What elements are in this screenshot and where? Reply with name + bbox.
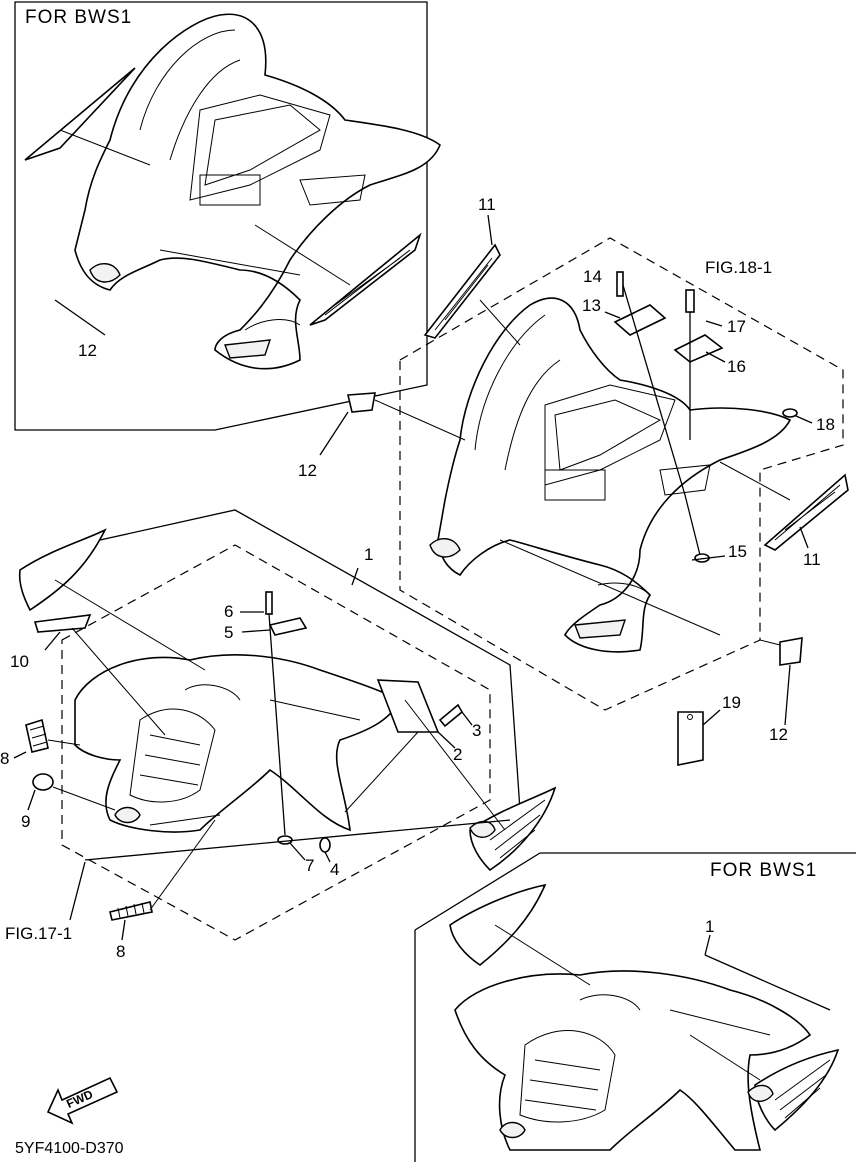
callout-1-inset: 1 xyxy=(705,917,715,936)
callout-2: 2 xyxy=(453,745,463,764)
decal-11-top-part xyxy=(423,243,501,339)
front-fender-group xyxy=(61,509,521,941)
callout-18: 18 xyxy=(816,415,835,434)
callout-11-top: 11 xyxy=(478,195,496,214)
figure-ref-18-1: FIG.18-1 xyxy=(705,258,773,277)
decal-12-inset-part xyxy=(24,67,136,161)
callout-17: 17 xyxy=(727,317,746,336)
callout-13: 13 xyxy=(582,296,601,315)
part-12-decal-front xyxy=(18,528,107,612)
part-16-plate xyxy=(673,334,724,363)
callout-16: 16 xyxy=(727,357,746,376)
callout-9: 9 xyxy=(21,812,31,831)
part-7-nut xyxy=(277,835,293,845)
part-10-decal xyxy=(33,614,92,633)
rear-fender-inset-part xyxy=(74,13,441,370)
fwd-arrow-icon xyxy=(46,1076,119,1125)
part-19-tag xyxy=(677,711,704,766)
figure-ref-17-1: FIG.17-1 xyxy=(5,924,73,943)
callout-15: 15 xyxy=(728,542,747,561)
inset-title-bottom-right: FOR BWS1 xyxy=(710,860,818,881)
part-18-grommet xyxy=(782,408,798,418)
part-14-screw xyxy=(616,271,624,297)
callout-4: 4 xyxy=(330,860,340,879)
callout-12-right: 12 xyxy=(769,725,788,744)
callout-14: 14 xyxy=(583,267,602,286)
diagram-code: 5YF4100-D370 xyxy=(15,1140,124,1157)
part-17-screw xyxy=(685,289,695,313)
inset-decal-left-part xyxy=(449,883,547,966)
inset-title-top-left: FOR BWS1 xyxy=(25,7,133,28)
callout-19: 19 xyxy=(722,693,741,712)
part-8-reflector-lower xyxy=(109,901,153,921)
front-fender-inset-part xyxy=(454,970,812,1151)
inset-decal-right-part xyxy=(754,1048,840,1132)
part-5-plate xyxy=(268,617,308,636)
callout-12-left: 12 xyxy=(298,461,317,480)
callout-8-lower: 8 xyxy=(116,942,126,961)
rear-fender-part xyxy=(437,297,792,653)
decal-11-right-part xyxy=(763,473,849,551)
callout-10: 10 xyxy=(10,652,29,671)
callout-7: 7 xyxy=(305,856,315,875)
callout-5: 5 xyxy=(224,623,234,642)
inset-top-left xyxy=(14,1,441,431)
part-9-lens xyxy=(32,773,54,791)
part-6-screw xyxy=(265,591,273,615)
callout-8-upper: 8 xyxy=(0,749,10,768)
callout-11-right: 11 xyxy=(803,550,821,569)
rear-fender-group xyxy=(399,237,844,711)
callout-1-main: 1 xyxy=(364,545,374,564)
decal-12-left-part xyxy=(347,392,376,413)
part-13-plate xyxy=(613,304,667,336)
callout-3: 3 xyxy=(472,721,482,740)
callout-6: 6 xyxy=(224,602,234,621)
front-fender-part xyxy=(74,654,402,833)
callout-12-inset: 12 xyxy=(78,341,97,360)
decal-11-inset-part xyxy=(309,232,422,326)
decal-12-right-part xyxy=(779,637,803,666)
inset-bottom-right xyxy=(414,852,856,1162)
part-4-nut xyxy=(319,837,331,853)
part-3-screw xyxy=(438,703,464,728)
part-8-reflector-upper xyxy=(25,718,49,753)
